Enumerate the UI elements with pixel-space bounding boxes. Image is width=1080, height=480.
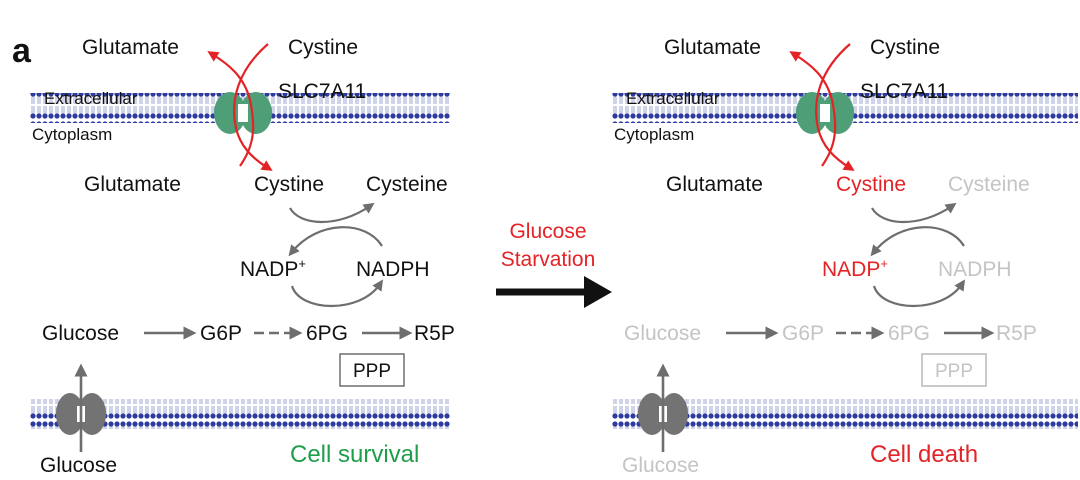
nadph-oxidation-arrow xyxy=(288,226,383,257)
panel-starvation: Extracellular Cytoplasm Glutamate Cystin… xyxy=(612,36,1078,477)
slc7a11-label: SLC7A11 xyxy=(278,80,366,103)
glucose-ppp-label: Glucose xyxy=(624,322,701,345)
membrane-bottom xyxy=(612,399,1078,429)
nadp-label: NADP+ xyxy=(240,256,306,281)
cysteine-label: Cysteine xyxy=(948,173,1030,196)
nadp-reduction-arrow xyxy=(290,279,384,308)
cystine-import-arrow xyxy=(815,43,855,171)
g6p-label: G6P xyxy=(200,322,242,345)
panel-label: a xyxy=(12,32,32,70)
outcome-label: Cell death xyxy=(870,441,978,468)
cystine-in-label: Cystine xyxy=(254,173,324,196)
r5p-label: R5P xyxy=(414,322,455,345)
nadp-label: NADP+ xyxy=(822,256,888,281)
glutamate-out-label: Glutamate xyxy=(82,36,179,59)
glutamate-out-label: Glutamate xyxy=(664,36,761,59)
extracellular-label: Extracellular xyxy=(626,89,720,108)
r5p-label: R5P xyxy=(996,322,1037,345)
nadph-label: NADPH xyxy=(356,258,430,281)
nadph-oxidation-arrow xyxy=(870,226,965,257)
slc7a11-transporter xyxy=(214,92,272,134)
glucose-ppp-label: Glucose xyxy=(42,322,119,345)
g6p-label: G6P xyxy=(782,322,824,345)
slc7a11-transporter xyxy=(796,92,854,134)
glutamate-in-label: Glutamate xyxy=(666,173,763,196)
glutamate-export-arrow xyxy=(789,51,837,167)
panel-normal: Extracellular Cytoplasm Glutamate Cystin… xyxy=(30,36,455,477)
cytoplasm-label: Cytoplasm xyxy=(614,125,694,144)
ppp-box-label: PPP xyxy=(353,361,391,382)
outcome-label: Cell survival xyxy=(290,441,419,468)
ppp-box xyxy=(339,353,405,387)
ppp-box-label: PPP xyxy=(935,361,973,382)
nadph-label: NADPH xyxy=(938,258,1012,281)
cystine-reduction-arrow xyxy=(871,202,957,224)
transition-arrow-head xyxy=(584,276,612,308)
cytoplasm-label: Cytoplasm xyxy=(32,125,112,144)
transition: Glucose Starvation xyxy=(496,220,612,308)
glutamate-export-arrow xyxy=(207,51,255,167)
6pg-label: 6PG xyxy=(888,322,930,345)
slc7a11-label: SLC7A11 xyxy=(860,80,948,103)
cystine-reduction-arrow xyxy=(289,202,375,224)
extracellular-label: Extracellular xyxy=(44,89,138,108)
nadp-reduction-arrow xyxy=(872,279,966,308)
cystine-in-label: Cystine xyxy=(836,173,906,196)
transition-line2: Starvation xyxy=(501,248,596,271)
glucose-out-label: Glucose xyxy=(40,454,117,477)
cystine-out-label: Cystine xyxy=(870,36,940,59)
transition-line1: Glucose xyxy=(509,220,586,243)
cystine-import-arrow xyxy=(233,43,273,171)
cysteine-label: Cysteine xyxy=(366,173,448,196)
6pg-label: 6PG xyxy=(306,322,348,345)
cystine-out-label: Cystine xyxy=(288,36,358,59)
glucose-out-label: Glucose xyxy=(622,454,699,477)
glutamate-in-label: Glutamate xyxy=(84,173,181,196)
ppp-box xyxy=(921,353,987,387)
